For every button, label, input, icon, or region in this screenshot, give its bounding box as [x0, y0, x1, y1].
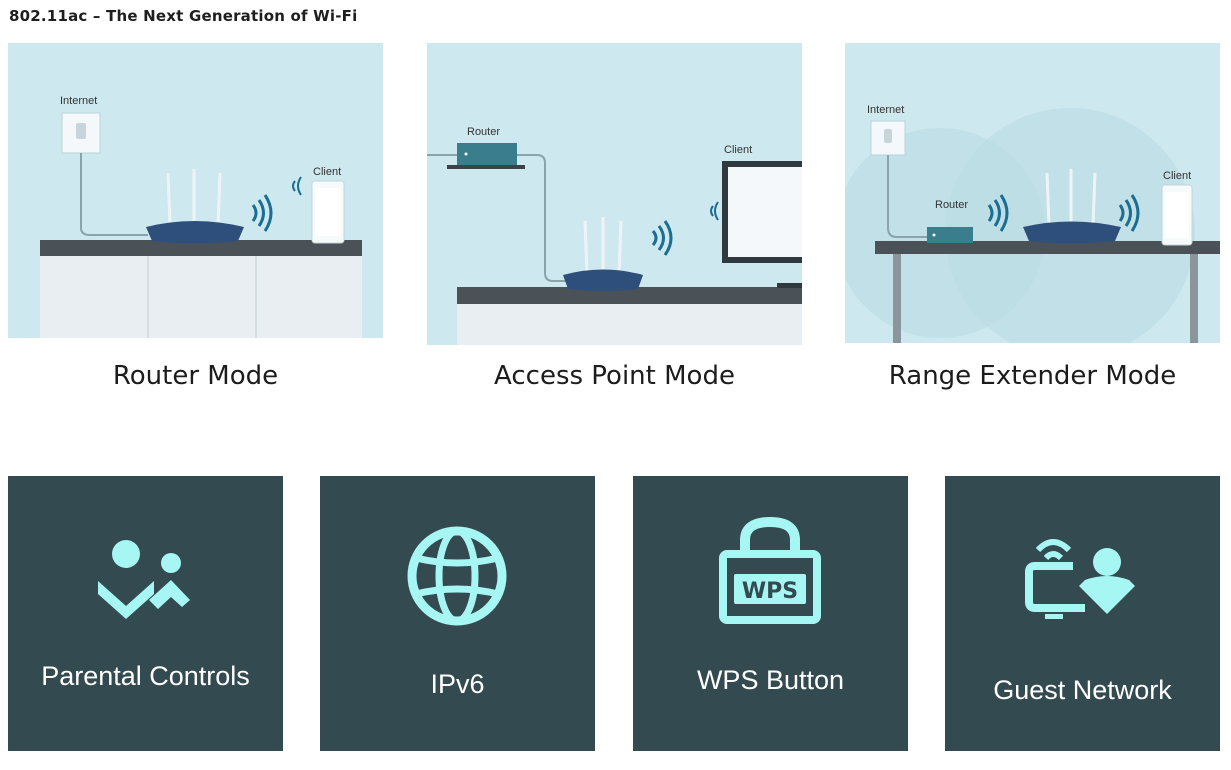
internet-label: Internet: [867, 104, 904, 116]
access-point-mode-card: Router Client Access Point Mode: [427, 43, 802, 391]
parental-controls-icon: [98, 540, 190, 619]
feature-tile-ipv6: IPv6: [320, 476, 595, 751]
feature-tile-guest-network: Guest Network: [945, 476, 1220, 751]
access-point-mode-illustration: Router Client: [427, 43, 802, 345]
mode-title: Access Point Mode: [494, 361, 735, 391]
range-extender-mode-card: Internet Router Client Range Extender Mo…: [845, 43, 1220, 391]
router-label: Router: [935, 199, 968, 211]
client-label: Client: [724, 144, 752, 156]
router-mode-card: Internet Client Router Mode: [8, 43, 383, 391]
feature-tile-wps-button: WPS WPS Button: [633, 476, 908, 751]
internet-label: Internet: [60, 95, 97, 107]
client-label: Client: [313, 166, 341, 178]
router-label: Router: [467, 126, 500, 138]
feature-label: Guest Network: [993, 675, 1172, 705]
page-title: 802.11ac – The Next Generation of Wi-Fi: [9, 7, 358, 25]
feature-label: WPS Button: [696, 665, 845, 695]
mode-title: Router Mode: [112, 361, 279, 391]
wps-lock-icon: WPS: [719, 516, 821, 624]
router-mode-illustration: Internet Client: [8, 43, 383, 338]
feature-label: Parental Controls: [41, 661, 250, 691]
guest-network-icon: [1025, 539, 1135, 619]
globe-icon: [407, 526, 507, 626]
range-extender-mode-illustration: Internet Router Client: [845, 43, 1220, 343]
client-label: Client: [1163, 170, 1191, 182]
svg-text:WPS: WPS: [742, 579, 798, 604]
feature-label: IPv6: [430, 669, 485, 699]
mode-title: Range Extender Mode: [888, 361, 1177, 391]
feature-tile-parental-controls: Parental Controls: [8, 476, 283, 751]
